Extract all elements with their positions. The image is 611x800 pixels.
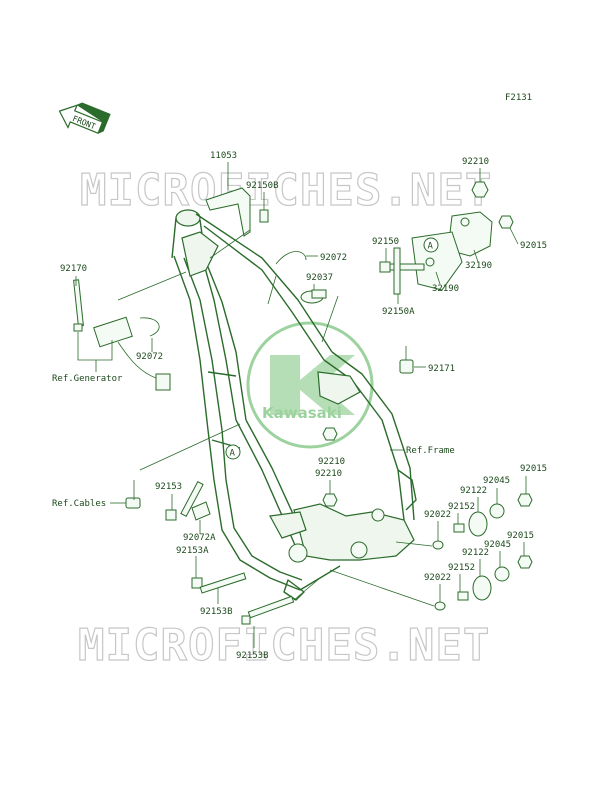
label-92210-top: 92210 <box>462 157 489 167</box>
label-92170: 92170 <box>60 264 87 274</box>
nut-92015-lower-icon <box>517 555 533 569</box>
label-92045-r2: 92045 <box>484 540 511 550</box>
collar-92152-upper-icon <box>453 523 465 533</box>
ref-generator: Ref.Generator <box>52 374 123 384</box>
clamp-92072-top-icon <box>275 251 307 265</box>
label-92153B-a: 92153B <box>200 607 233 617</box>
bolt-92153-icon <box>165 481 204 521</box>
label-92150B: 92150B <box>246 181 279 191</box>
bracket-11053-icon <box>205 187 251 237</box>
bearing-92122-upper-icon <box>468 511 488 537</box>
nut-92210-top-icon <box>471 181 489 198</box>
washer-92022-lower-icon <box>434 601 446 611</box>
clamp-92072-left-icon <box>139 317 160 337</box>
label-32190-b: 32190 <box>432 284 459 294</box>
grommet-92171-icon <box>399 359 414 374</box>
bolt-92150B-icon <box>259 209 269 223</box>
label-92022-r2: 92022 <box>424 573 451 583</box>
callout-a-frame-label: A <box>230 449 236 459</box>
cable-clip-icon <box>125 497 141 509</box>
bolt-92153A-icon <box>191 572 247 594</box>
label-92210-mid2: 92210 <box>315 469 342 479</box>
collar-92152-lower-icon <box>457 591 469 601</box>
washer-92022-upper-icon <box>432 540 444 550</box>
label-92015-top: 92015 <box>520 241 547 251</box>
label-92152-r2: 92152 <box>448 563 475 573</box>
kawasaki-logo: Kawasaki <box>246 321 374 449</box>
callout-a-bracket <box>423 237 439 253</box>
label-92150: 92150 <box>372 237 399 247</box>
label-92210-mid: 92210 <box>318 457 345 467</box>
logo-text: Kawasaki <box>262 404 342 422</box>
watermark-top: MICROFICHES.NET <box>80 165 492 216</box>
ref-frame: Ref.Frame <box>406 446 455 456</box>
label-92072-top: 92072 <box>320 253 347 263</box>
ref-cables: Ref.Cables <box>52 499 106 509</box>
label-92150A: 92150A <box>382 307 415 317</box>
label-92153: 92153 <box>155 482 182 492</box>
label-92171: 92171 <box>428 364 455 374</box>
pivot-hardware-upper <box>432 493 533 550</box>
label-92037: 92037 <box>306 273 333 283</box>
label-92153B-b: 92153B <box>236 651 269 661</box>
label-92015-r1: 92015 <box>520 464 547 474</box>
label-92152-r1: 92152 <box>448 502 475 512</box>
label-92122-r2: 92122 <box>462 548 489 558</box>
label-92122-r1: 92122 <box>460 486 487 496</box>
collar-92072A-icon <box>191 501 211 521</box>
label-92015-r2: 92015 <box>507 531 534 541</box>
figure-code: F2131 <box>505 93 532 103</box>
regulator-92170-icon <box>73 279 171 391</box>
engine-bracket-32190-icon <box>411 211 493 291</box>
nut-92015-top-icon <box>498 215 514 229</box>
clamp-92037-icon <box>300 289 327 304</box>
callout-a-frame <box>225 444 241 460</box>
watermark-bottom: MICROFICHES.NET <box>78 620 490 671</box>
seal-92045-upper-icon <box>489 503 505 519</box>
bolt-92153B-icon <box>241 595 295 625</box>
label-92022-r1: 92022 <box>424 510 451 520</box>
label-11053: 11053 <box>210 151 237 161</box>
front-arrow-icon: FRONT <box>58 102 111 134</box>
label-32190-a: 32190 <box>465 261 492 271</box>
nut-92015-upper-icon <box>517 493 533 507</box>
label-92072A: 92072A <box>183 533 216 543</box>
label-92153A: 92153A <box>176 546 209 556</box>
nut-92210-mid-icon <box>322 427 338 507</box>
label-92045-r1: 92045 <box>483 476 510 486</box>
callout-a-bracket-label: A <box>428 242 434 252</box>
label-92072-left: 92072 <box>136 352 163 362</box>
bolt-92150A-icon <box>393 247 401 295</box>
bolt-92150-icon <box>379 261 425 273</box>
bearing-92122-lower-icon <box>472 575 492 601</box>
main-frame <box>171 209 417 601</box>
seal-92045-lower-icon <box>494 566 510 582</box>
